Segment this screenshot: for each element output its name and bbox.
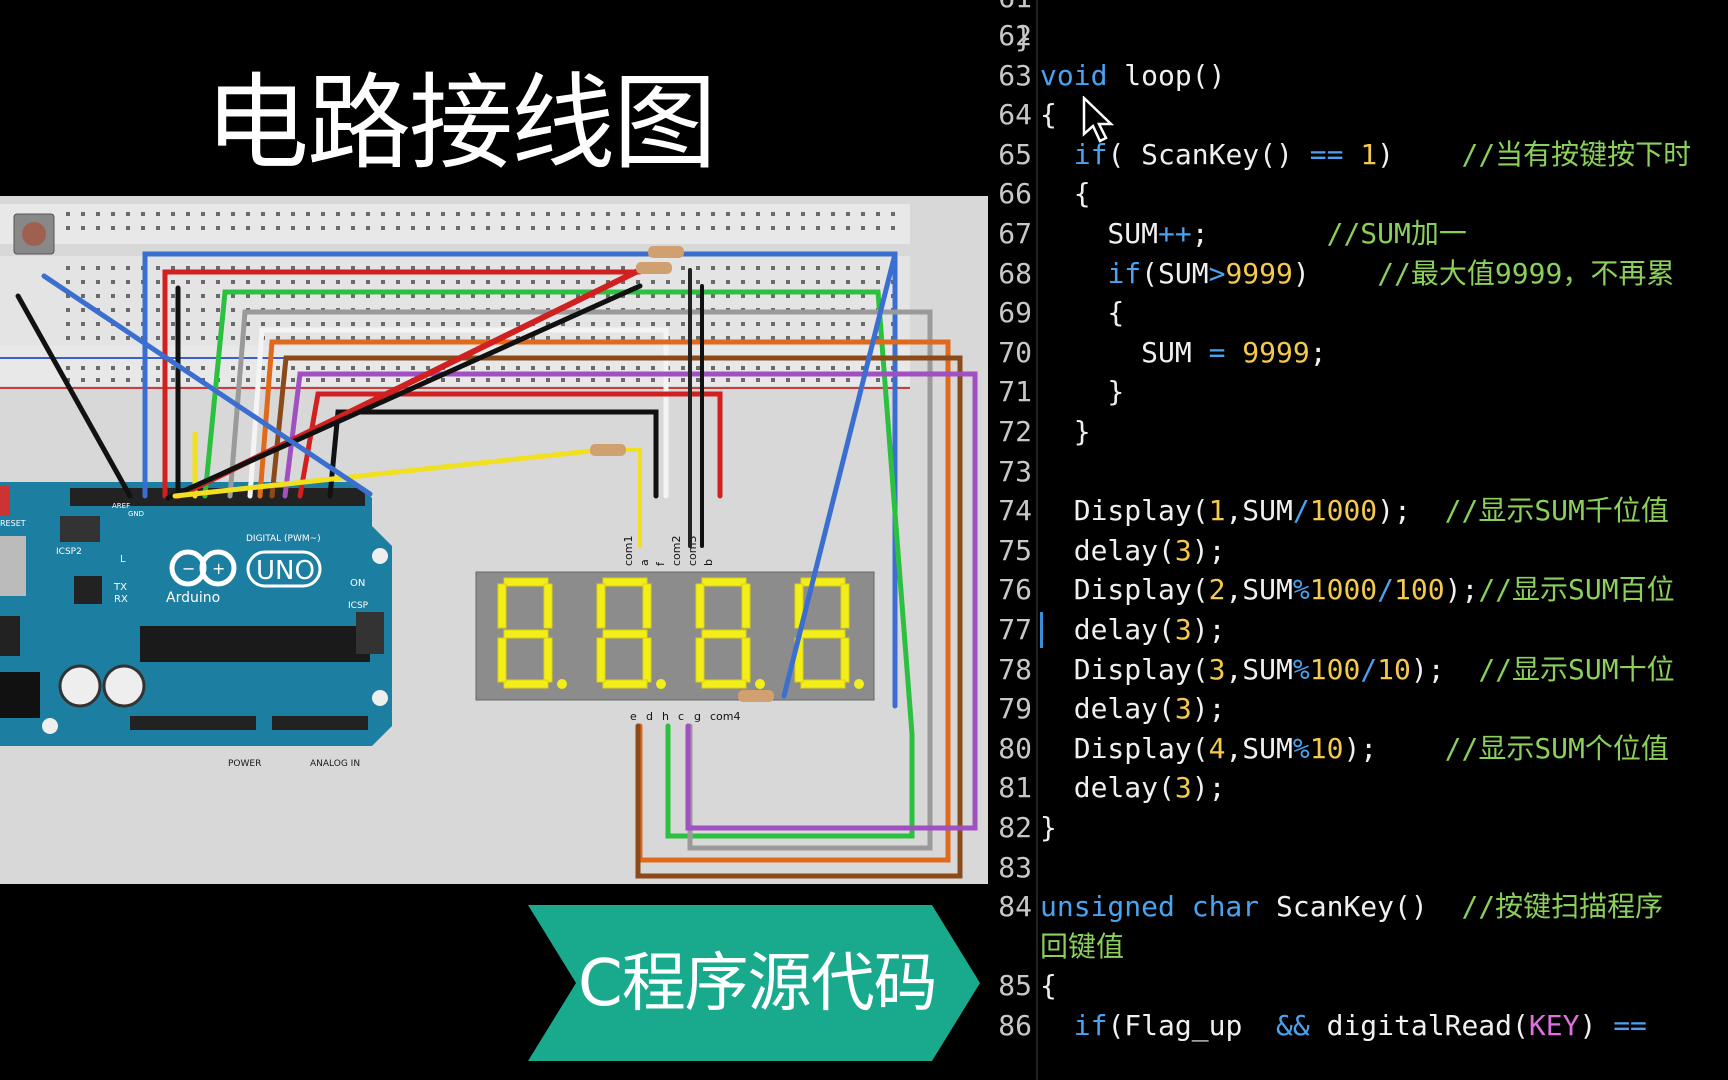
bottom-pin-label: c bbox=[678, 710, 684, 723]
code-line[interactable]: Display(3,SUM%100/10); //显示SUM十位 bbox=[1040, 652, 1675, 686]
reset-label: RESET bbox=[0, 519, 26, 528]
line-number: 86 bbox=[998, 1009, 1032, 1042]
arduino-board bbox=[0, 482, 392, 746]
bottom-pin-label: com4 bbox=[710, 710, 741, 723]
line-number: 84 bbox=[998, 890, 1032, 924]
display-digit bbox=[497, 577, 567, 689]
line-number: 80 bbox=[998, 731, 1032, 765]
line-number: 74 bbox=[998, 494, 1032, 528]
partial-top-line: 61 } bbox=[998, 0, 1032, 54]
video-left-panel: 电路接线图 − + bbox=[0, 62, 988, 1061]
code-line[interactable]: { bbox=[1040, 98, 1057, 132]
code-line[interactable]: if(SUM>9999) //最大值9999，不再累 bbox=[1107, 256, 1675, 290]
line-number: 78 bbox=[998, 652, 1032, 686]
code-line[interactable]: Display(4,SUM%10); //显示SUM个位值 bbox=[1040, 731, 1669, 765]
line-number: 64 bbox=[998, 98, 1032, 132]
code-line[interactable]: if(Flag_up && digitalRead(KEY) == bbox=[1073, 1009, 1647, 1042]
digital-label: DIGITAL (PWM~) bbox=[246, 534, 321, 544]
top-pin-label: com3 bbox=[686, 536, 699, 567]
code-line[interactable]: void loop() bbox=[1040, 58, 1226, 92]
analog-label: ANALOG IN bbox=[310, 759, 360, 769]
line-number: 79 bbox=[998, 692, 1032, 726]
rx-label: RX bbox=[114, 594, 128, 605]
code-line[interactable]: SUM++; //SUM加一 bbox=[1040, 217, 1467, 250]
line-number: 69 bbox=[998, 296, 1032, 330]
line-number: 76 bbox=[998, 573, 1032, 607]
line-number: 71 bbox=[998, 375, 1032, 409]
bottom-pin-label: d bbox=[646, 710, 653, 723]
tx-label: TX bbox=[113, 582, 127, 593]
code-line[interactable]: delay(3); bbox=[1040, 771, 1226, 805]
code-line[interactable]: delay(3); bbox=[1040, 692, 1226, 726]
display-digit bbox=[596, 577, 666, 689]
line-number: 81 bbox=[998, 771, 1032, 805]
code-line[interactable]: delay(3); bbox=[1040, 533, 1226, 567]
line-number: 73 bbox=[998, 454, 1032, 488]
resistor-icon bbox=[590, 246, 774, 702]
code-line[interactable]: { bbox=[1040, 969, 1057, 1003]
circuit-diagram: − + UNO Arduino DIGITAL (PWM~) ICSP2 ICS… bbox=[0, 196, 988, 884]
line-number: 77 bbox=[998, 613, 1032, 646]
arduino-logo-icon: − + bbox=[169, 549, 237, 587]
line-number: 75 bbox=[998, 533, 1032, 567]
line-number: 65 bbox=[998, 137, 1032, 171]
svg-text:+: + bbox=[212, 559, 225, 578]
code-line[interactable]: { bbox=[1040, 296, 1125, 330]
code-line[interactable]: Display(2,SUM%1000/100);//显示SUM百位 bbox=[1040, 573, 1675, 607]
line-number: 85 bbox=[998, 969, 1032, 1003]
line-number: 68 bbox=[998, 256, 1032, 290]
board-model: UNO bbox=[256, 556, 315, 586]
gutter-divider bbox=[1036, 0, 1038, 1080]
bottom-pin-label: e bbox=[630, 710, 637, 723]
gnd-label: GND bbox=[128, 510, 144, 518]
banner-shape bbox=[528, 905, 980, 1061]
code-line[interactable]: if( ScanKey() == 1) //当有按键按下时 bbox=[1073, 137, 1692, 171]
code-line[interactable]: SUM = 9999; bbox=[1040, 335, 1327, 369]
icsp2-label: ICSP2 bbox=[56, 547, 82, 557]
display-digit bbox=[794, 577, 864, 689]
line-number: 67 bbox=[998, 217, 1032, 250]
power-label: POWER bbox=[228, 759, 261, 769]
current-line-marker bbox=[1040, 612, 1043, 648]
mouse-pointer-icon bbox=[1082, 96, 1115, 143]
board-brand: Arduino bbox=[166, 590, 220, 606]
video-title: 电路接线图 bbox=[205, 62, 717, 184]
svg-text:−: − bbox=[182, 559, 195, 578]
display-digit bbox=[695, 577, 765, 689]
l-label: L bbox=[120, 554, 126, 565]
line-number: 62 bbox=[998, 19, 1032, 52]
top-pin-label: com2 bbox=[670, 536, 683, 567]
top-pin-label: com1 bbox=[622, 536, 635, 567]
line-number: 70 bbox=[998, 335, 1032, 369]
on-label: ON bbox=[350, 578, 365, 589]
top-pin-label: b bbox=[702, 559, 715, 566]
code-line[interactable]: unsigned char ScanKey() //按键扫描程序 bbox=[1040, 890, 1664, 924]
code-line[interactable]: delay(3); bbox=[1040, 613, 1226, 646]
line-number: 72 bbox=[998, 415, 1032, 448]
code-line[interactable]: { bbox=[1040, 177, 1091, 211]
top-pin-label: f bbox=[654, 561, 667, 566]
line-number: 66 bbox=[998, 177, 1032, 211]
code-line[interactable]: } bbox=[1040, 415, 1091, 448]
bottom-pin-label: h bbox=[662, 710, 669, 723]
line-number: 83 bbox=[998, 850, 1032, 884]
top-pin-label: a bbox=[638, 559, 651, 566]
icsp-label: ICSP bbox=[348, 601, 369, 611]
line-number: 63 bbox=[998, 58, 1032, 92]
line-number: 82 bbox=[998, 811, 1032, 844]
code-line[interactable]: } bbox=[1040, 811, 1057, 844]
bottom-pin-label: g bbox=[694, 710, 701, 723]
code-line[interactable]: 回键值 bbox=[1040, 929, 1125, 963]
code-line[interactable]: Display(1,SUM/1000); //显示SUM千位值 bbox=[1040, 494, 1669, 528]
banner-label: C程序源代码 bbox=[578, 947, 938, 1021]
code-line[interactable]: } bbox=[1040, 375, 1125, 409]
aref-label: AREF bbox=[112, 502, 130, 510]
